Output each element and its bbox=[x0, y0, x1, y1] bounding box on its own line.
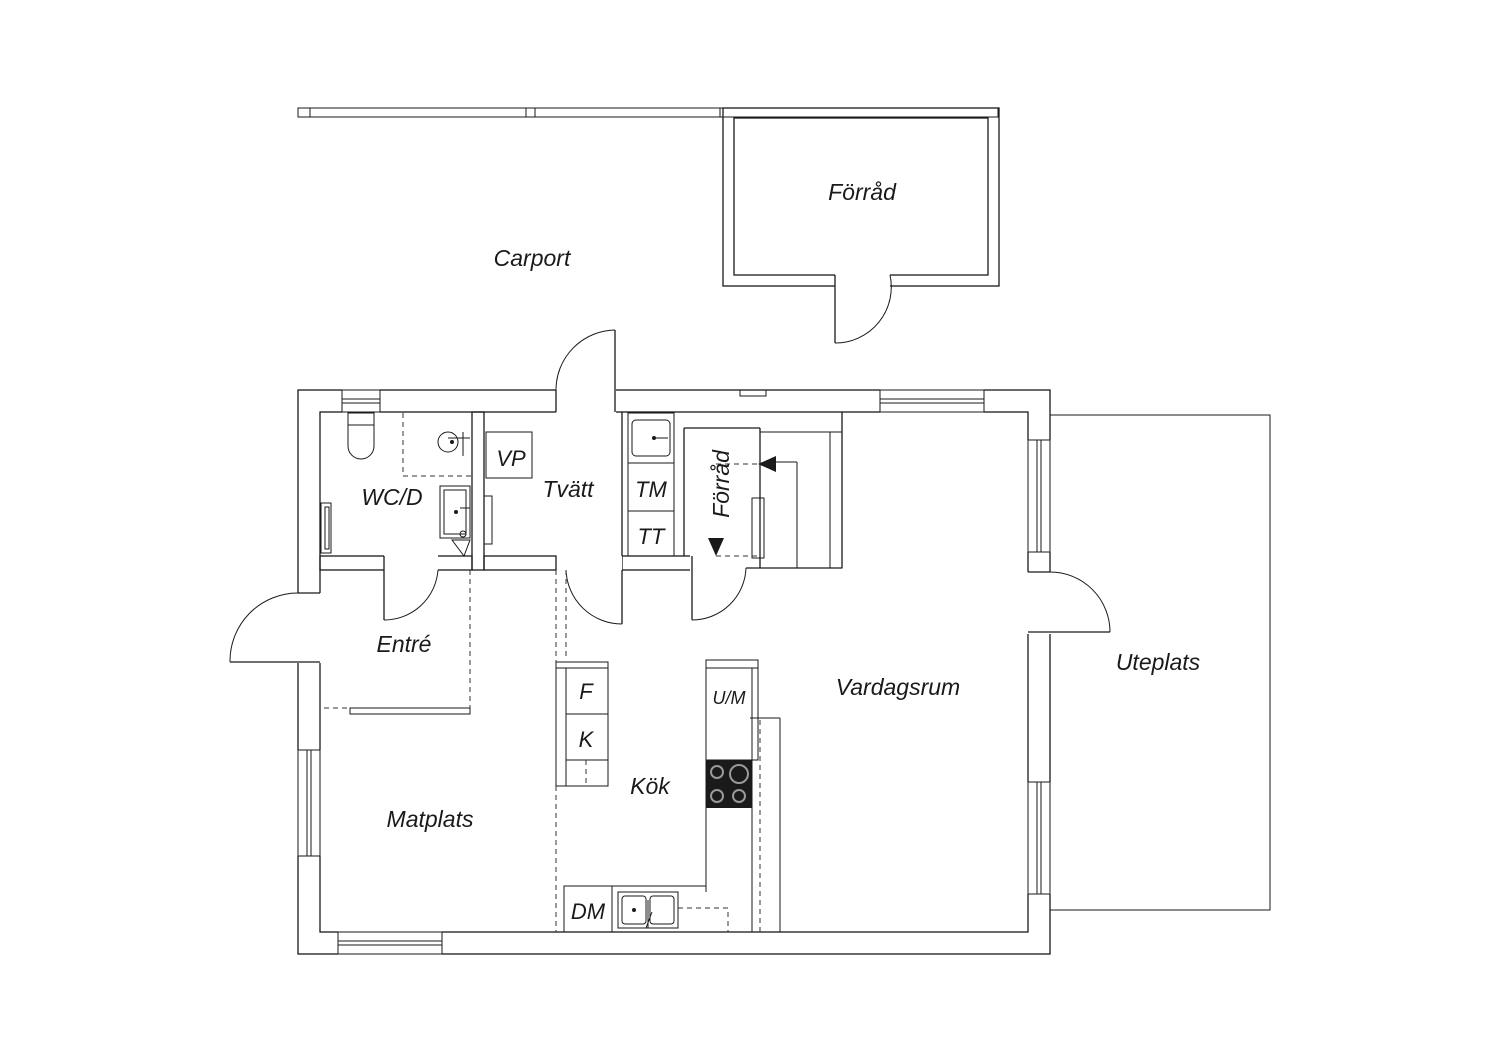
appliance-label-f: F bbox=[579, 679, 594, 704]
exterior-doors bbox=[229, 329, 1111, 663]
appliance-label-um: U/M bbox=[713, 688, 746, 708]
room-label-tvatt: Tvätt bbox=[542, 476, 595, 502]
room-label-uteplats: Uteplats bbox=[1116, 649, 1201, 675]
wc-vent bbox=[320, 502, 332, 554]
room-label-wc-d: WC/D bbox=[361, 484, 422, 510]
room-label-carport: Carport bbox=[494, 245, 572, 271]
room-label-entre: Entré bbox=[377, 631, 432, 657]
bathroom-fixtures bbox=[347, 412, 472, 558]
room-label-matplats: Matplats bbox=[387, 806, 474, 832]
entrance-wardrobe bbox=[324, 570, 471, 715]
windows bbox=[297, 389, 1051, 955]
room-label-forrad-inside: Förråd bbox=[708, 449, 734, 518]
room-label-kok: Kök bbox=[630, 773, 671, 799]
kitchen-fixtures bbox=[555, 570, 761, 932]
carport-roof-line bbox=[297, 107, 999, 118]
storage-arrows bbox=[708, 456, 776, 557]
appliance-label-dm: DM bbox=[571, 899, 606, 924]
interior-walls bbox=[319, 411, 843, 932]
outdoor-storage bbox=[722, 107, 1000, 344]
terrace-outline bbox=[1050, 414, 1271, 911]
appliance-label-tm: TM bbox=[635, 477, 667, 502]
house-exterior-walls bbox=[297, 389, 1051, 955]
laundry-fixtures bbox=[483, 412, 675, 557]
appliance-label-k: K bbox=[579, 727, 595, 752]
appliance-label-tt: TT bbox=[638, 524, 666, 549]
room-label-vardagsrum: Vardagsrum bbox=[836, 674, 960, 700]
appliance-label-vp: VP bbox=[496, 446, 526, 471]
room-label-forrad-outside: Förråd bbox=[828, 179, 897, 205]
